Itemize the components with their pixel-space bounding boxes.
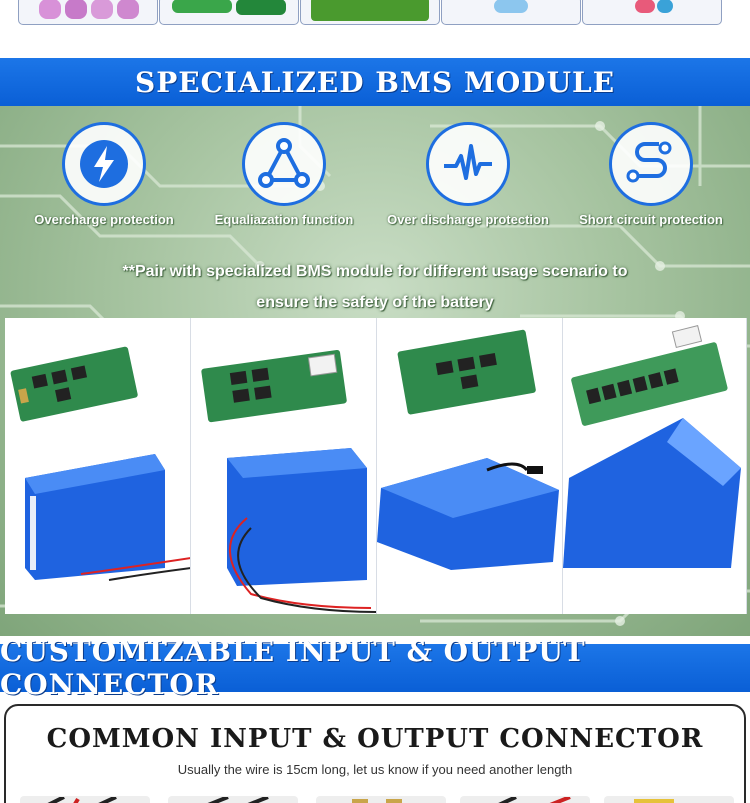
feature-short-circuit: Short circuit protection	[561, 122, 741, 227]
feature-overcharge: Overcharge protection	[14, 122, 194, 227]
battery-thumbnail[interactable]	[582, 0, 722, 25]
pair-note: **Pair with specialized BMS module for d…	[80, 256, 670, 318]
common-connector-title: COMMON INPUT & OUTPUT CONNECTOR	[46, 724, 704, 754]
connector-thumbnail[interactable]	[20, 796, 150, 803]
bms-product-image[interactable]	[5, 318, 191, 614]
battery-thumbnail[interactable]	[300, 0, 440, 25]
bms-product-image[interactable]	[191, 318, 377, 614]
bms-product-image[interactable]	[563, 318, 747, 614]
triangle-nodes-icon	[242, 122, 326, 206]
pair-note-line: **Pair with specialized BMS module for d…	[122, 263, 628, 280]
feature-label: Over discharge protection	[387, 212, 549, 227]
battery-thumbnail-strip	[0, 0, 750, 30]
feature-equalization: Equaliazation function	[194, 122, 374, 227]
connector-thumbnail-strip	[20, 796, 734, 803]
pulse-wave-icon	[426, 122, 510, 206]
common-connector-box: COMMON INPUT & OUTPUT CONNECTOR Usually …	[4, 704, 746, 803]
connector-thumbnail[interactable]	[316, 796, 446, 803]
bms-section-title: SPECIALIZED BMS MODULE	[134, 65, 616, 99]
bms-product-gallery	[5, 318, 747, 614]
connector-thumbnail[interactable]	[460, 796, 590, 803]
wire-length-note: Usually the wire is 15cm long, let us kn…	[177, 762, 573, 777]
bms-section-banner: SPECIALIZED BMS MODULE	[0, 58, 750, 106]
feature-label: Equaliazation function	[214, 212, 354, 227]
battery-thumbnail[interactable]	[159, 0, 299, 25]
connector-section-title: CUSTOMIZABLE INPUT & OUTPUT CONNECTOR	[0, 635, 586, 701]
lightning-icon	[62, 122, 146, 206]
feature-over-discharge: Over discharge protection	[378, 122, 558, 227]
bms-product-image[interactable]	[377, 318, 563, 614]
connector-section-banner: CUSTOMIZABLE INPUT & OUTPUT CONNECTOR	[0, 635, 750, 701]
feature-label: Overcharge protection	[34, 212, 174, 227]
pair-note-line: ensure the safety of the battery	[256, 294, 494, 311]
battery-thumbnail[interactable]	[441, 0, 581, 25]
feature-label: Short circuit protection	[579, 212, 723, 227]
battery-thumbnail[interactable]	[18, 0, 158, 25]
connector-thumbnail[interactable]	[168, 796, 298, 803]
bms-features-section: Overcharge protection Equaliazation func…	[0, 106, 750, 636]
path-curve-icon	[609, 122, 693, 206]
connector-thumbnail[interactable]	[604, 796, 734, 803]
